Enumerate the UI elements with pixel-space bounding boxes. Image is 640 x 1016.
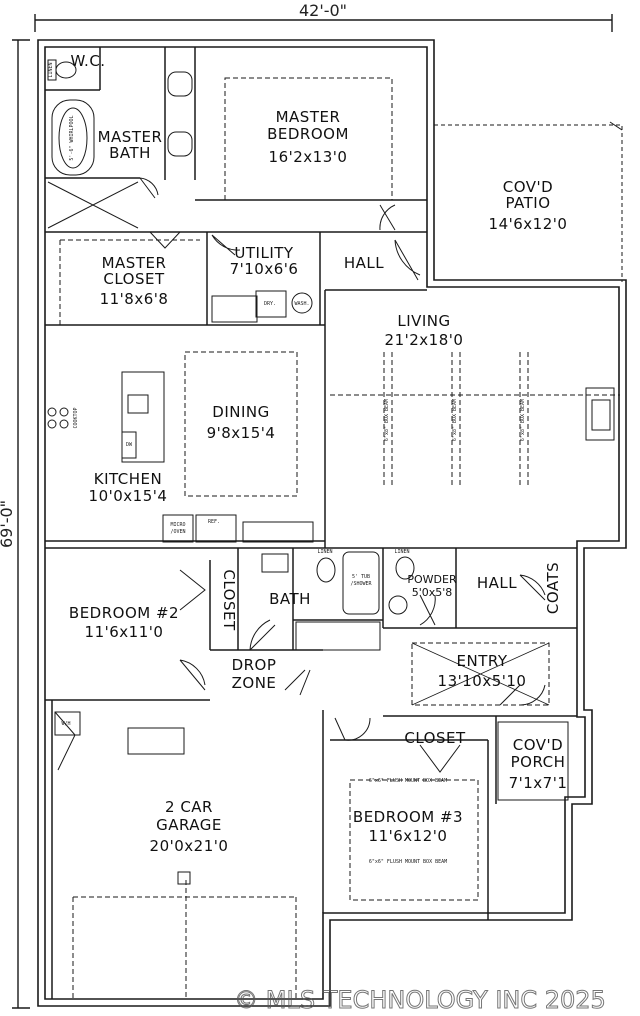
label-dining-1: DINING (212, 403, 269, 421)
label-powder-2: 5'0x5'8 (412, 586, 453, 599)
label-master-closet-1: MASTER (102, 254, 167, 272)
label-bedroom3-1: BEDROOM #3 (353, 808, 463, 826)
label-beam-top: 6"x6" FLUSH MOUNT BOX BEAM (369, 778, 447, 784)
label-entry-2: 13'10x5'10 (438, 672, 527, 690)
label-box-beam-2: 6"x8" BOX BEAM (452, 399, 458, 441)
label-bedroom2-1: BEDROOM #2 (69, 604, 179, 622)
label-microwave-2: /OVEN (170, 529, 185, 535)
fixture-labels: LINEN 5'-6" WHIRLPOOL DRY. WASH. MICRO /… (48, 62, 526, 865)
label-drop-zone-2: ZONE (232, 674, 277, 692)
label-box-beam-1: 6"x8" BOX BEAM (384, 399, 390, 441)
label-wc: W.C. (70, 52, 105, 70)
label-linen: LINEN (48, 62, 54, 77)
label-garage-3: 20'0x21'0 (150, 837, 229, 855)
label-water-heater: W/H (61, 721, 70, 727)
label-kitchen-2: 10'0x15'4 (89, 487, 168, 505)
label-microwave-1: MICRO (170, 522, 185, 528)
label-powder-1: POWDER (407, 573, 457, 586)
exterior-walls (37, 39, 627, 1007)
label-closet-bed3: CLOSET (404, 729, 466, 747)
label-master-bath-1: MASTER (98, 128, 163, 146)
label-master-bedroom-3: 16'2x13'0 (269, 148, 348, 166)
label-master-bath-2: BATH (109, 144, 151, 162)
interior-walls (45, 47, 577, 999)
label-living-1: LIVING (397, 312, 450, 330)
label-closet-bed2: CLOSET (220, 569, 238, 631)
label-tub-shower-2: /SHOWER (350, 581, 372, 587)
label-drop-zone-1: DROP (232, 656, 277, 674)
label-hall-mid: HALL (477, 574, 517, 592)
label-covd-porch-2: PORCH (511, 753, 566, 771)
watermark: © MLS TECHNOLOGY INC 2025 (234, 986, 606, 1014)
fixtures (47, 59, 615, 885)
label-entry-1: ENTRY (457, 652, 508, 670)
label-covd-porch-3: 7'1x7'1 (509, 774, 568, 792)
label-covd-patio-3: 14'6x12'0 (489, 215, 568, 233)
label-dining-2: 9'8x15'4 (207, 424, 276, 442)
label-box-beam-3: 6"x8" BOX BEAM (520, 399, 526, 441)
label-utility-1: UTILITY (234, 244, 294, 262)
label-covd-porch-1: COV'D (513, 736, 563, 754)
label-dryer: DRY. (264, 301, 276, 307)
dashed-outlines (59, 77, 620, 999)
label-cooktop: COOKTOP (73, 407, 79, 428)
label-beam-bottom: 6"x6" FLUSH MOUNT BOX BEAM (369, 859, 447, 865)
label-master-bedroom-2: BEDROOM (267, 125, 349, 143)
label-covd-patio-1: COV'D (503, 178, 553, 196)
depth-dimension: 69'-0" (0, 500, 16, 548)
label-utility-2: 7'10x6'6 (230, 260, 299, 278)
label-bedroom2-2: 11'6x11'0 (85, 623, 164, 641)
label-linen-bath: LINEN (317, 549, 332, 555)
label-hall-top: HALL (344, 254, 384, 272)
label-bath: BATH (269, 590, 311, 608)
label-bedroom3-2: 11'6x12'0 (369, 827, 448, 845)
label-washer: WASH. (294, 301, 309, 307)
label-tub-shower-1: 5' TUB (352, 574, 370, 580)
label-garage-1: 2 CAR (165, 798, 213, 816)
label-living-2: 21'2x18'0 (385, 331, 464, 349)
label-coats: COATS (544, 562, 562, 614)
room-labels: W.C. MASTER BATH MASTER BEDROOM 16'2x13'… (69, 52, 568, 855)
doors (54, 177, 546, 773)
label-covd-patio-2: PATIO (505, 194, 550, 212)
label-dishwasher: DW (126, 442, 133, 448)
width-dimension: 42'-0" (299, 1, 347, 20)
label-linen-powder: LINEN (394, 549, 409, 555)
label-master-bedroom-1: MASTER (276, 108, 341, 126)
label-refrigerator: REF. (208, 519, 220, 525)
label-garage-2: GARAGE (156, 816, 222, 834)
label-kitchen-1: KITCHEN (94, 470, 163, 488)
label-master-closet-3: 11'8x6'8 (100, 290, 169, 308)
label-master-closet-2: CLOSET (103, 270, 165, 288)
dimension-lines (12, 14, 613, 1009)
label-whirlpool: 5'-6" WHIRLPOOL (69, 115, 75, 160)
